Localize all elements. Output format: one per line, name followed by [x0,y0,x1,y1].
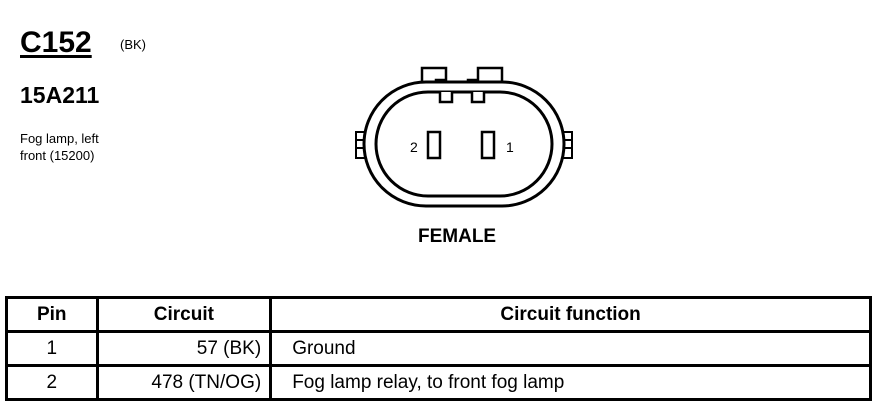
description-line-2: front (15200) [20,148,95,163]
connector-inner-shell [374,90,554,198]
connector-color: (BK) [120,37,146,52]
table-header-row: Pin Circuit Circuit function [5,296,872,333]
cell-circuit: 57 (BK) [95,330,273,367]
view-label: FEMALE [418,226,497,247]
connector-face-diagram: 2 1 [355,66,573,208]
header-circuit-function: Circuit function [269,296,872,333]
pin-label-2: 2 [410,139,418,155]
cell-pin: 2 [5,364,99,401]
cell-function: Fog lamp relay, to front fog lamp [269,364,872,401]
cell-pin: 1 [5,330,99,367]
pin-label-1: 1 [506,139,514,155]
keying-notches [438,92,486,104]
table-row: 2 478 (TN/OG) Fog lamp relay, to front f… [5,364,872,401]
header-pin: Pin [5,296,99,333]
part-number: 15A211 [20,82,100,108]
description-line-1: Fog lamp, left [20,131,99,146]
header-circuit: Circuit [95,296,273,333]
pin-table: Pin Circuit Circuit function 1 57 (BK) G… [5,296,872,401]
connector-description: Fog lamp, left front (15200) [20,130,160,164]
table-row: 1 57 (BK) Ground [5,330,872,367]
pin-cavity-1 [480,130,496,160]
cell-circuit: 478 (TN/OG) [95,364,273,401]
pin-cavity-2 [426,130,442,160]
connector-id: C152 [20,26,92,59]
cell-function: Ground [269,330,872,367]
